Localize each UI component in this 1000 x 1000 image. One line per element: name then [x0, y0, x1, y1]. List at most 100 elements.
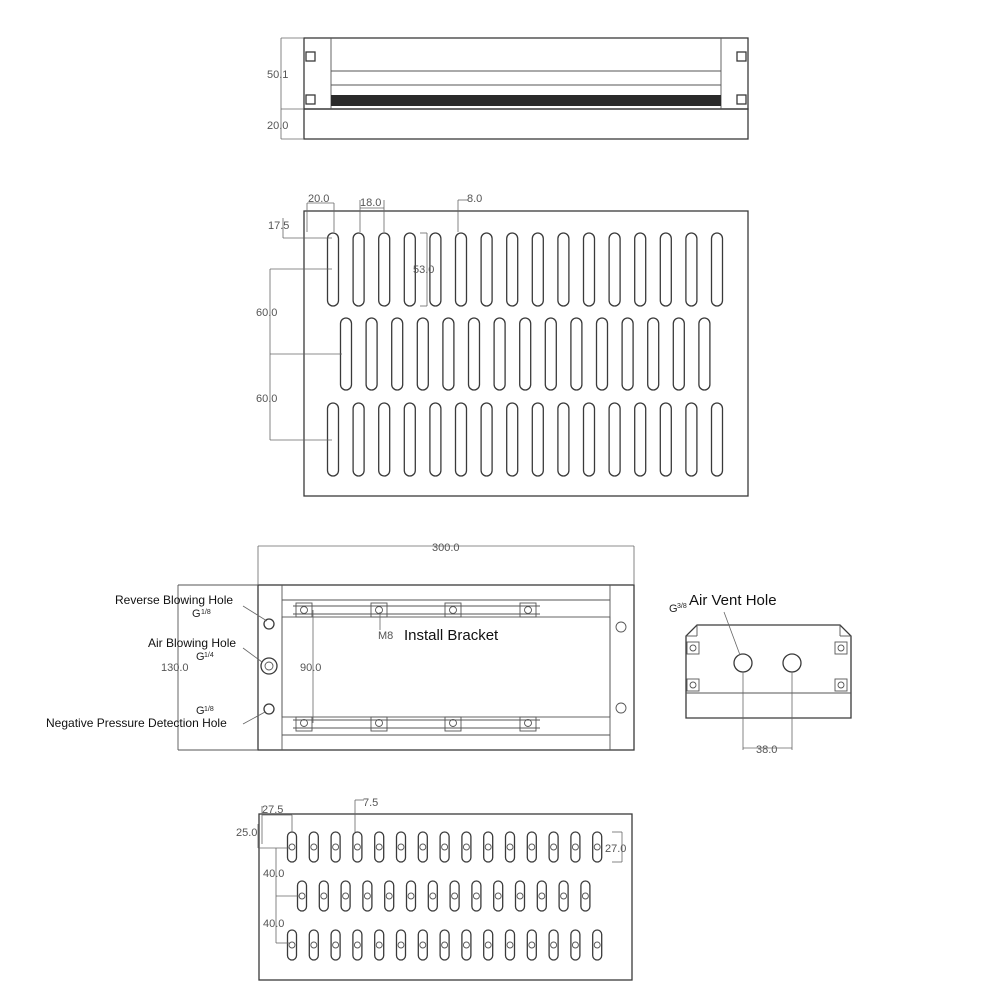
label-reverse-blowing-hole: Reverse Blowing Hole	[115, 593, 233, 607]
panel-slot	[608, 232, 621, 307]
panel-slot	[480, 402, 493, 477]
dim-width-300: 300.0	[432, 542, 460, 554]
panel-slot	[634, 402, 647, 477]
bottom-slot	[439, 929, 450, 961]
panel-slot	[442, 317, 455, 391]
bottom-slot	[483, 831, 494, 863]
bottom-slot	[417, 831, 428, 863]
bottom-slot-screw	[506, 941, 514, 949]
air-vent-hole-right	[782, 653, 802, 673]
dim-row-gap-40-b: 40.0	[263, 918, 284, 930]
bottom-slot-screw	[310, 941, 318, 949]
bottom-slot	[526, 831, 537, 863]
dim-slot-length-27: 27.0	[605, 843, 626, 855]
panel-slot	[429, 402, 442, 477]
panel-slot	[595, 317, 609, 391]
bottom-slot-screw	[397, 843, 405, 851]
dim-base-20: 20.0	[267, 120, 288, 132]
bottom-slot	[493, 880, 504, 912]
panel-slot	[519, 317, 532, 391]
bottom-slot-screw	[451, 892, 459, 900]
top-view-slot-band	[331, 95, 721, 106]
port-air-fraction: 1/4	[204, 652, 214, 659]
dim-thin-8: 8.0	[467, 193, 482, 205]
bottom-slot-screw	[332, 843, 340, 851]
bottom-slot	[427, 880, 438, 912]
bottom-slot	[570, 929, 581, 961]
label-air-blowing-hole: Air Blowing Hole	[148, 636, 236, 650]
bottom-slot	[548, 929, 559, 961]
panel-slot	[365, 317, 378, 391]
install-bracket-holes	[295, 602, 537, 732]
bottom-slot-screw	[310, 843, 318, 851]
bottom-slot-screw	[484, 843, 492, 851]
panel-slot	[531, 232, 544, 307]
top-view: 50.1 20.0	[267, 37, 749, 140]
panel-slot	[672, 317, 685, 391]
panel-slot	[544, 317, 557, 391]
bottom-slot-screw	[528, 941, 536, 949]
bottom-slot	[461, 831, 472, 863]
bottom-slot-screw	[516, 892, 524, 900]
bottom-slot	[395, 831, 407, 863]
dim-thin-7-5: 7.5	[363, 797, 378, 809]
panel-slot	[454, 402, 468, 477]
panel-slot	[429, 232, 442, 307]
bottom-view: 27.5 7.5 25.0 27.0 40.0 40.0	[236, 797, 633, 981]
bottom-slot	[384, 880, 395, 912]
bottom-slot-screw	[528, 843, 536, 851]
side-view-body	[685, 624, 852, 719]
bottom-slot-screw	[332, 941, 340, 949]
bottom-slot-screw	[550, 843, 558, 851]
panel-slot	[506, 402, 519, 477]
panel-slot	[339, 317, 353, 391]
dim-edge-17-5: 17.5	[268, 220, 289, 232]
panel-slot	[557, 402, 570, 477]
bottom-slot-screw	[429, 892, 437, 900]
port-negative-fraction: 1/8	[204, 706, 214, 713]
panel-slot	[570, 317, 583, 391]
negative-pressure-port	[263, 703, 275, 715]
bottom-slot-screw	[462, 941, 470, 949]
bottom-slot	[352, 831, 363, 863]
bottom-slot	[374, 929, 385, 961]
bottom-slot	[395, 929, 407, 961]
panel-slot	[531, 402, 544, 477]
bottom-slot	[592, 929, 603, 961]
bottom-view-plate	[258, 813, 633, 981]
bottom-slot-screw	[484, 941, 492, 949]
bottom-slot	[417, 929, 428, 961]
bottom-slot-screw	[550, 941, 558, 949]
panel-slot	[416, 317, 429, 391]
bottom-slot-screw	[342, 892, 350, 900]
panel-slot	[378, 232, 391, 307]
panel-view: 20.0 18.0 8.0 17.5 53.0 60.0 60.0	[256, 193, 749, 497]
panel-slot	[480, 232, 493, 307]
panel-slot	[710, 232, 724, 307]
panel-slot	[378, 402, 391, 477]
bottom-slot-screw	[560, 892, 568, 900]
bottom-slot	[536, 880, 547, 912]
bottom-slot	[548, 831, 559, 863]
dim-row-gap-60-a: 60.0	[256, 307, 277, 319]
panel-slot	[326, 232, 340, 307]
dim-edge-25: 25.0	[236, 827, 257, 839]
bottom-slot	[308, 929, 319, 961]
bottom-slot-screw	[506, 843, 514, 851]
dim-height-50-1: 50.1	[267, 69, 288, 81]
bottom-slot	[504, 929, 516, 961]
bottom-slot-screw	[353, 941, 361, 949]
dim-slot-spacing-27-5: 27.5	[262, 804, 283, 816]
bottom-slot-screw	[462, 843, 470, 851]
label-air-vent-hole: Air Vent Hole	[689, 592, 777, 609]
bottom-slot-screw	[494, 892, 502, 900]
bottom-slot-screw	[363, 892, 371, 900]
bottom-slot	[362, 880, 373, 912]
bottom-slot-screw	[581, 892, 589, 900]
panel-slot	[467, 317, 481, 391]
bottom-slot-screw	[593, 941, 601, 949]
panel-slot	[582, 402, 596, 477]
bottom-slot	[330, 929, 341, 961]
panel-slot	[685, 402, 698, 477]
